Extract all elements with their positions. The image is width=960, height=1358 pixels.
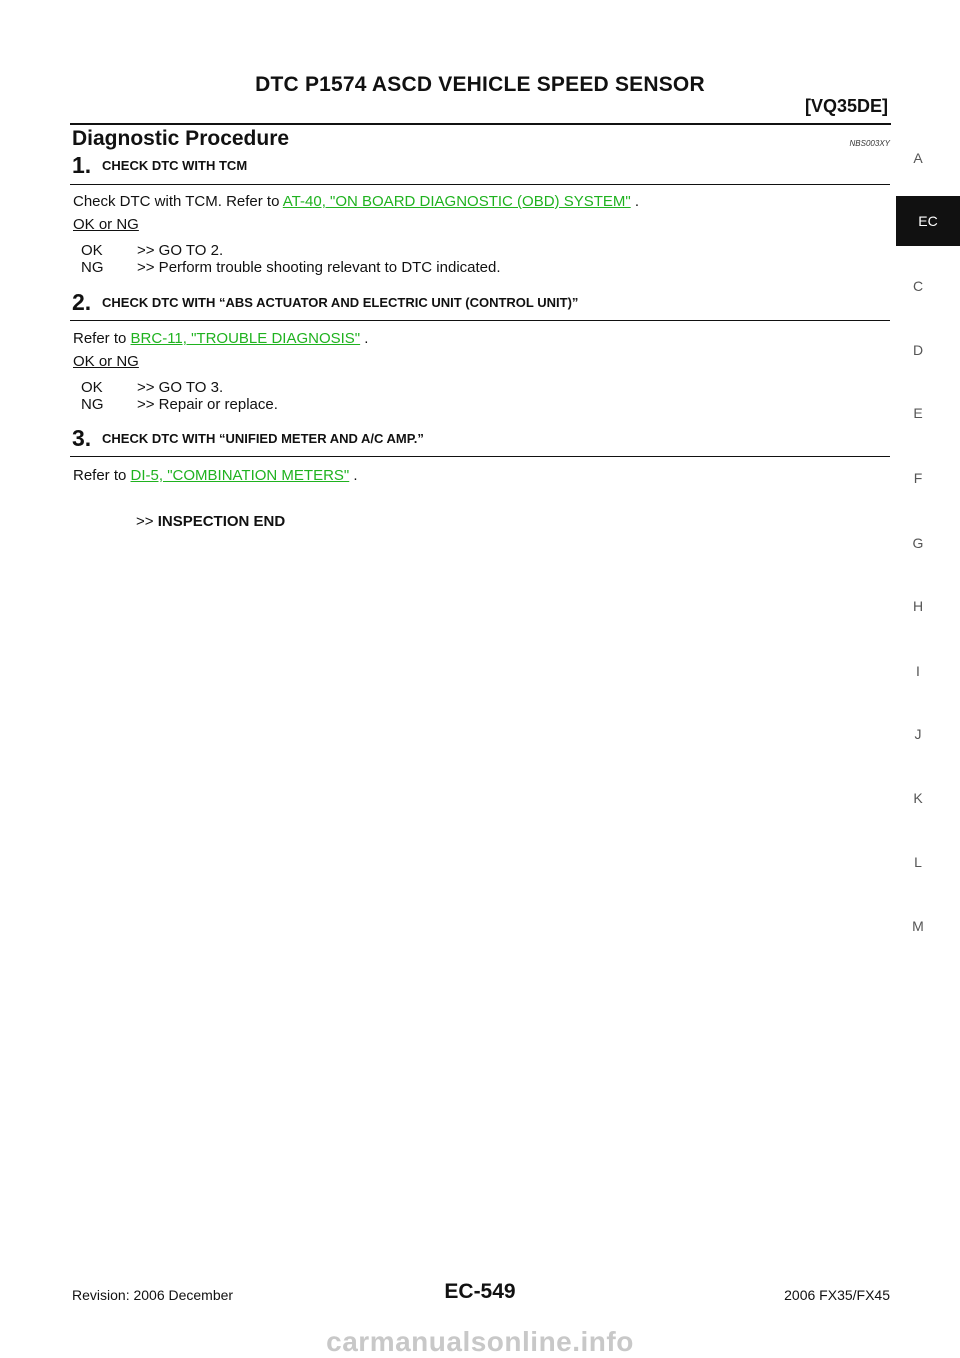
step-1-heading: 1. CHECK DTC WITH TCM <box>72 152 890 179</box>
step-number: 3. <box>72 425 92 451</box>
footer-revision: Revision: 2006 December <box>72 1287 234 1303</box>
side-index-f[interactable]: F <box>913 470 923 486</box>
ok-ng-label: OK or NG <box>73 216 139 233</box>
link-brc-11[interactable]: BRC-11, "TROUBLE DIAGNOSIS" <box>130 330 361 347</box>
side-index-h[interactable]: H <box>912 598 924 614</box>
side-index-a[interactable]: A <box>913 150 923 166</box>
step-3-text: Refer to DI-5, "COMBINATION METERS" . <box>73 467 358 484</box>
step-divider <box>70 456 890 457</box>
reference-code: NBS003XY <box>849 139 890 148</box>
step-title: CHECK DTC WITH “ABS ACTUATOR AND ELECTRI… <box>102 295 579 310</box>
footer-page-number: EC-549 <box>444 1280 516 1303</box>
result-ok: OK>> GO TO 2. <box>81 242 224 259</box>
side-index-l[interactable]: L <box>914 854 922 870</box>
result-ng: NG>> Perform trouble shooting relevant t… <box>81 259 501 276</box>
side-index-k[interactable]: K <box>913 790 923 806</box>
step-2-heading: 2. CHECK DTC WITH “ABS ACTUATOR AND ELECT… <box>72 289 890 316</box>
step-1-text: Check DTC with TCM. Refer to AT-40, "ON … <box>73 193 640 210</box>
step-divider <box>70 320 890 321</box>
engine-label: [VQ35DE] <box>804 96 888 116</box>
side-index-c[interactable]: C <box>912 278 924 294</box>
side-index-m[interactable]: M <box>912 918 924 934</box>
step-3-heading: 3. CHECK DTC WITH “UNIFIED METER AND A/C … <box>72 425 890 452</box>
step-2-text: Refer to BRC-11, "TROUBLE DIAGNOSIS" . <box>73 330 369 347</box>
result-ng: NG>> Repair or replace. <box>81 396 278 413</box>
step-title: CHECK DTC WITH “UNIFIED METER AND A/C AM… <box>102 431 424 446</box>
side-index-i[interactable]: I <box>916 663 920 679</box>
inspection-end: >> INSPECTION END <box>136 513 286 530</box>
side-index-ec-active[interactable]: EC <box>896 196 960 246</box>
side-index-g[interactable]: G <box>912 535 924 551</box>
footer-model: 2006 FX35/FX45 <box>784 1287 890 1303</box>
side-index-d[interactable]: D <box>912 342 924 358</box>
step-title: CHECK DTC WITH TCM <box>102 158 248 173</box>
step-number: 1. <box>72 152 92 178</box>
link-di-5[interactable]: DI-5, "COMBINATION METERS" <box>130 467 350 484</box>
ok-ng-label: OK or NG <box>73 353 139 370</box>
header-divider <box>70 123 891 125</box>
watermark: carmanualsonline.info <box>326 1326 634 1357</box>
link-at-40[interactable]: AT-40, "ON BOARD DIAGNOSTIC (OBD) SYSTEM… <box>282 193 631 210</box>
step-divider <box>70 184 890 185</box>
side-index-e[interactable]: E <box>913 405 923 421</box>
result-ok: OK>> GO TO 3. <box>81 379 224 396</box>
page-title: DTC P1574 ASCD VEHICLE SPEED SENSOR <box>255 73 705 96</box>
section-title: Diagnostic Procedure <box>72 127 290 150</box>
side-index-j[interactable]: J <box>914 726 922 742</box>
step-number: 2. <box>72 289 92 315</box>
